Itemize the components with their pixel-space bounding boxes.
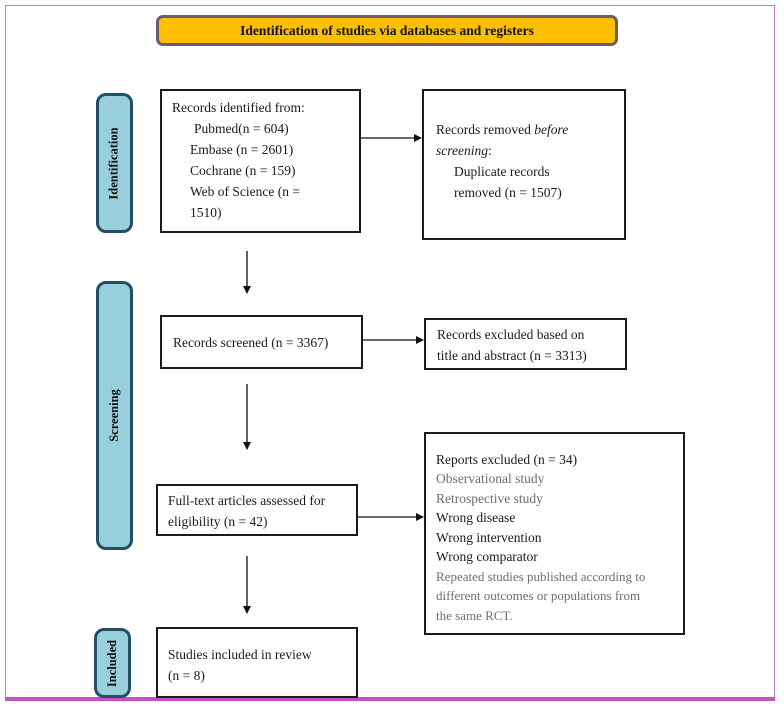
phase-included: Included xyxy=(94,628,131,698)
reason-observational-study: Observational study xyxy=(436,471,545,486)
source-web-of-science-count: 1510) xyxy=(190,205,222,220)
fulltext-assessed-box: Full-text articles assessed for eligibil… xyxy=(156,484,358,536)
records-screened-text: Records screened (n = 3367) xyxy=(173,335,329,350)
reason-wrong-intervention: Wrong intervention xyxy=(436,529,542,545)
records-identified-box: Records identified from: Pubmed(n = 604)… xyxy=(160,89,361,233)
records-removed-prefix: Records removed xyxy=(436,122,535,137)
source-cochrane: Cochrane (n = 159) xyxy=(190,163,296,178)
bottom-bar xyxy=(5,697,775,701)
header-title: Identification of studies via databases … xyxy=(240,22,534,38)
duplicate-records-line1: Duplicate records xyxy=(454,164,550,179)
records-removed-line2: screening: xyxy=(436,140,624,161)
records-removed-screening: screening xyxy=(436,143,488,158)
reason-repeated-studies-line3: the same RCT. xyxy=(436,607,513,623)
reason-repeated-studies-line1: Repeated studies published according to xyxy=(436,568,646,584)
reports-excluded-title: Reports excluded (n = 34) xyxy=(436,452,578,467)
reason-repeated-studies-line2: different outcomes or populations from xyxy=(436,588,641,603)
studies-included-line2: (n = 8) xyxy=(168,668,205,683)
records-excluded-box: Records excluded based on title and abst… xyxy=(424,318,627,370)
records-excluded-line1: Records excluded based on xyxy=(437,327,585,342)
reason-wrong-comparator: Wrong comparator xyxy=(436,549,538,564)
studies-included-box: Studies included in review (n = 8) xyxy=(156,627,358,698)
studies-included-line1: Studies included in review xyxy=(168,647,312,662)
records-screened-box: Records screened (n = 3367) xyxy=(160,315,363,369)
reason-retrospective-study: Retrospective study xyxy=(436,490,543,506)
records-removed-line1: Records removed before xyxy=(436,119,624,140)
phase-screening: Screening xyxy=(96,281,133,550)
phase-identification: Identification xyxy=(96,93,133,233)
source-embase: Embase (n = 2601) xyxy=(190,142,294,157)
records-removed-colon: : xyxy=(487,143,492,158)
reason-wrong-disease: Wrong disease xyxy=(436,510,516,525)
duplicate-records-line2: removed (n = 1507) xyxy=(454,185,562,200)
records-excluded-line2: title and abstract (n = 3313) xyxy=(437,348,587,363)
fulltext-assessed-line2: eligibility (n = 42) xyxy=(168,514,268,529)
records-removed-box: Records removed before screening: Duplic… xyxy=(422,89,626,240)
header-banner: Identification of studies via databases … xyxy=(156,15,618,46)
records-identified-title: Records identified from: xyxy=(172,100,305,115)
records-removed-before: before xyxy=(534,122,569,137)
reports-excluded-box: Reports excluded (n = 34) Observational … xyxy=(424,432,685,635)
source-web-of-science: Web of Science (n = xyxy=(190,184,300,199)
source-pubmed: Pubmed(n = 604) xyxy=(194,121,289,136)
fulltext-assessed-line1: Full-text articles assessed for xyxy=(168,493,326,508)
